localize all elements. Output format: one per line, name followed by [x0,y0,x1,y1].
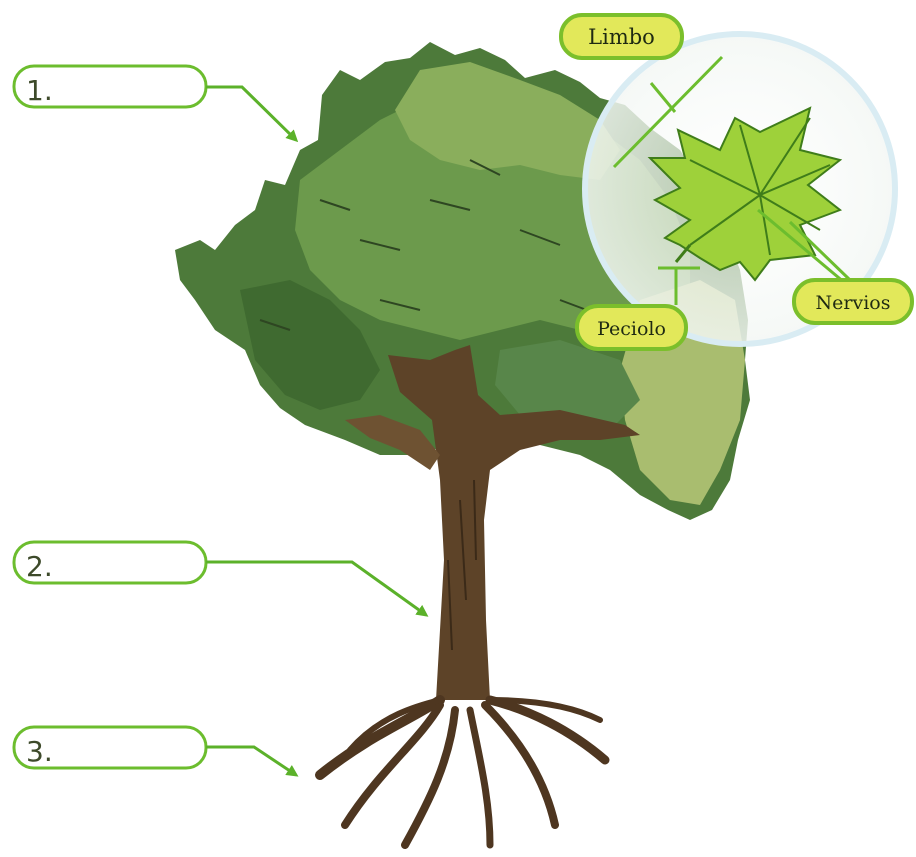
label-limbo: Limbo [559,13,684,60]
label-nervios: Nervios [792,278,914,325]
arrow-1 [206,85,299,143]
nervios-line-a [757,208,846,285]
tree-trunk [345,345,640,700]
arrow-2 [206,560,429,617]
label-peciolo: Peciolo [575,304,688,351]
label-peciolo-text: Peciolo [597,318,666,340]
leaf-pointer-lines [612,55,852,305]
answer-3-number: 3. [26,735,53,768]
answer-box-1[interactable]: 1. [12,64,208,109]
label-limbo-text: Limbo [588,25,655,49]
limbo-measure-line [612,55,724,169]
answer-1-number: 1. [26,74,53,107]
answer-box-2[interactable]: 2. [12,540,208,585]
label-nervios-text: Nervios [816,292,891,314]
limbo-connector-line [649,82,677,113]
answer-2-number: 2. [26,550,53,583]
tree-roots [315,695,610,849]
answer-box-3[interactable]: 3. [12,725,208,770]
nervios-line-b [788,220,852,282]
arrow-3 [206,745,299,777]
